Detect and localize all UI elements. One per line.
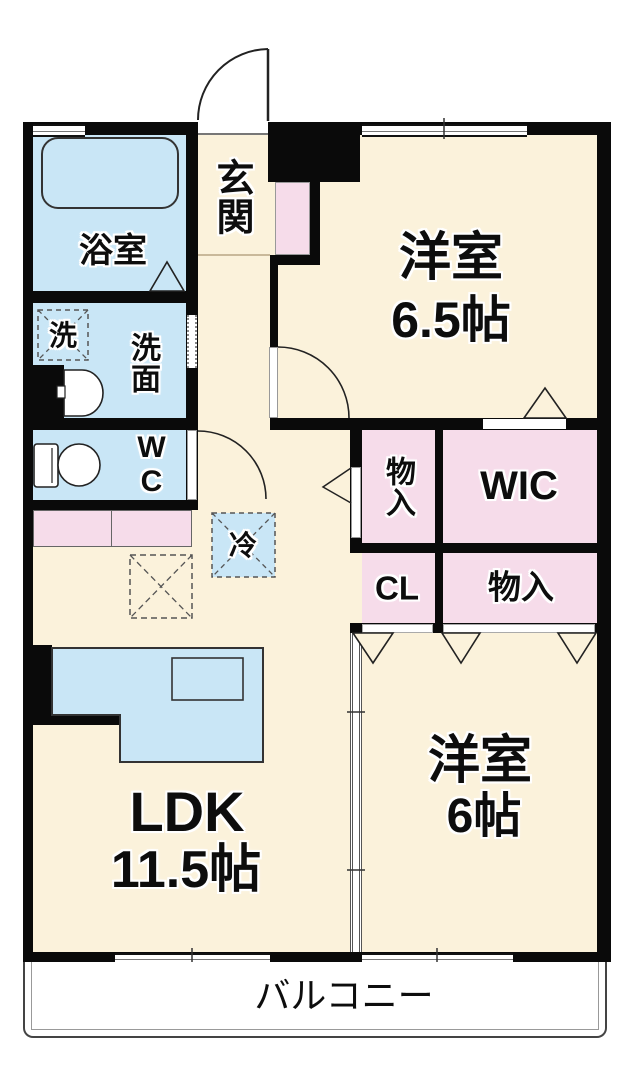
storage-upper-label: 物入: [381, 456, 414, 518]
washbasin-faucet: [56, 385, 66, 399]
entrance-threshold: [198, 122, 268, 135]
toilet-bowl: [57, 443, 101, 487]
room-closet-cl: [362, 553, 435, 623]
closet-door-triangle: [440, 632, 482, 665]
balcony-inner-line: [31, 962, 599, 1030]
wall: [33, 291, 188, 303]
balcony-label: バルコニー: [254, 975, 434, 1016]
wc-door-leaf: [187, 430, 197, 500]
wall: [268, 135, 360, 182]
storage-upper-folding-door: [321, 467, 352, 504]
wc-label: WC: [135, 431, 168, 499]
entrance-step-line: [198, 254, 270, 256]
western-room-2-label: 洋室: [427, 732, 533, 790]
wic-door-opening: [483, 419, 566, 429]
wall: [23, 135, 33, 952]
room-storage-lower: [443, 553, 597, 623]
entrance-label: 玄関: [210, 158, 252, 236]
wall: [23, 500, 198, 510]
wall: [350, 543, 597, 553]
washroom-label: 洗面: [126, 332, 159, 394]
bathroom-door-triangle: [148, 260, 186, 292]
room-wic: [443, 430, 597, 543]
wall: [23, 952, 597, 962]
wic-label: WIC: [480, 464, 558, 508]
wall: [270, 255, 320, 265]
wall: [435, 430, 443, 543]
wall: [597, 122, 611, 962]
kitchen-back-counter: [33, 510, 192, 547]
wall: [310, 182, 320, 265]
western-room-1-size: 6.5帖: [391, 292, 511, 348]
kitchen-sink: [171, 657, 244, 701]
wall: [270, 265, 278, 418]
storage-lower-door-opening: [443, 624, 595, 633]
western-room-1-door-arc: [277, 346, 350, 419]
washroom-sliding-door: [187, 315, 197, 368]
wic-door-triangle: [522, 386, 568, 419]
bathtub: [41, 137, 179, 209]
wall: [23, 645, 52, 725]
dining-placement-box: [129, 554, 193, 619]
storage-upper-door-leaf: [351, 467, 361, 538]
wall: [435, 553, 443, 623]
bathroom-label: 浴室: [79, 232, 147, 270]
western-room-2-size: 6帖: [446, 790, 522, 843]
western-room-1-door-leaf: [269, 347, 278, 418]
wall: [52, 715, 125, 725]
closet-door-triangle: [351, 632, 395, 665]
cl-door-opening: [362, 624, 433, 633]
ldk-label: LDK: [129, 780, 245, 843]
toilet-tank: [33, 443, 59, 488]
entrance-door-arc: [197, 48, 269, 121]
cl-label: CL: [375, 569, 419, 607]
ldk-size: 11.5帖: [110, 841, 262, 899]
washer-space-label: 洗: [48, 320, 78, 351]
bathroom-window: [33, 124, 85, 137]
storage-lower-label: 物入: [488, 568, 554, 606]
room-storage-upper: [362, 430, 435, 543]
shoe-cabinet: [275, 182, 310, 255]
washbasin: [63, 369, 104, 417]
counter-divider: [111, 511, 112, 546]
refrigerator-label: 冷: [228, 530, 258, 561]
balcony: [23, 962, 607, 1038]
western-room-1-label: 洋室: [398, 229, 504, 287]
wall: [33, 418, 198, 430]
wc-door-arc: [197, 430, 267, 500]
closet-door-triangle: [556, 632, 598, 665]
